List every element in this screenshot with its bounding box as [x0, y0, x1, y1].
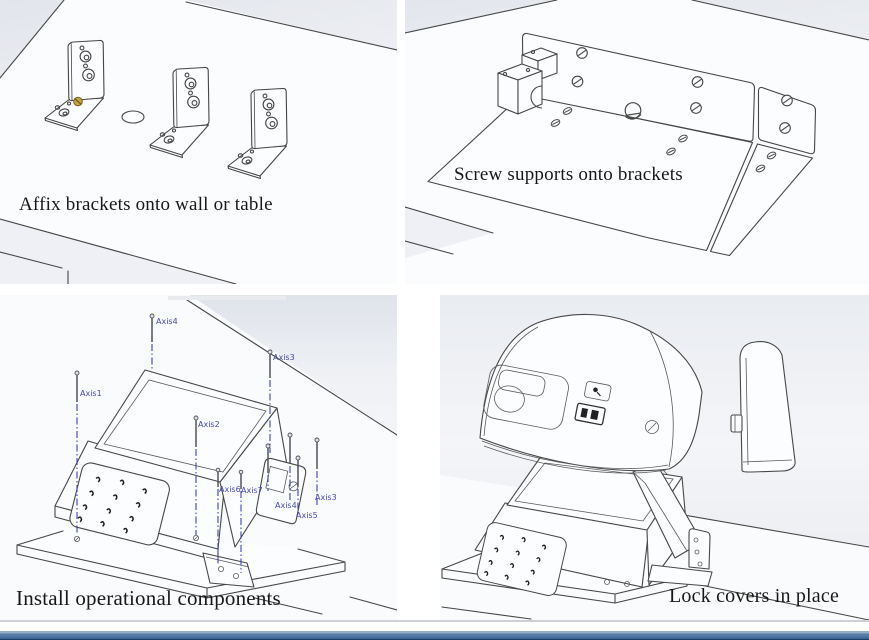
screen	[514, 462, 674, 522]
support-back-plate	[521, 32, 756, 142]
axis-pins	[74, 313, 320, 489]
window-edge-bar	[0, 631, 869, 640]
axis-label: Axis3	[273, 353, 295, 362]
axis-centerlines	[76, 344, 318, 573]
clamp-block-front	[497, 63, 543, 115]
front-foot-bracket	[202, 552, 255, 588]
panel-lock-covers: Lock covers in place	[440, 295, 869, 621]
table-front-face	[405, 207, 493, 258]
screw-pin-icon	[238, 469, 244, 489]
support-arm	[632, 462, 713, 587]
brass-screw-icon	[73, 96, 83, 107]
table-edges	[405, 0, 869, 255]
axis-label: Axis2	[198, 420, 220, 429]
lock-barrel-icon	[645, 420, 659, 434]
axis-label: Axis3	[315, 493, 337, 502]
table-hole	[121, 110, 145, 124]
install-components-drawing	[0, 295, 397, 621]
cover-support-bracket	[255, 457, 307, 525]
faded-artifact	[168, 296, 286, 300]
badge-icon	[574, 402, 606, 426]
support-bottom-strip	[709, 143, 814, 257]
angled-screw-icons	[550, 107, 777, 173]
foot-plate	[647, 564, 713, 587]
screw-pin-icon	[149, 313, 155, 342]
side-cover	[730, 341, 796, 473]
hook-ring-icon	[624, 102, 642, 120]
panel-caption: Lock covers in place	[669, 585, 840, 607]
screw-pin-icon	[74, 370, 80, 402]
axis-label: Axis4	[275, 501, 297, 510]
screen	[103, 379, 267, 473]
panel-install-components: Axis4 Axis3 Axis1 Axis2 Axis6 Axis7 Axis…	[0, 295, 397, 621]
axis-label: Axis5	[296, 511, 318, 520]
panel-affix-brackets: Affix brackets onto wall or table	[0, 0, 397, 284]
screw-pin-icon	[193, 415, 199, 447]
button-icon	[584, 381, 612, 402]
panel-caption: Install operational components	[16, 586, 281, 610]
clamp-block-rear	[521, 47, 558, 81]
axis-label: Axis6	[219, 485, 241, 494]
side-cover-knob	[730, 414, 743, 433]
table-edges	[0, 0, 397, 284]
axis-label: Axis1	[80, 389, 102, 398]
keypad-icon	[69, 462, 170, 546]
screw-pin-icon	[265, 443, 271, 473]
slotted-screw-icons	[571, 47, 793, 134]
affix-brackets-drawing	[0, 0, 397, 284]
panel-screw-supports: Screw supports onto brackets	[405, 0, 869, 284]
axis-endpoints	[74, 534, 199, 542]
screw-supports-drawing	[405, 0, 869, 284]
table-edges	[186, 299, 397, 615]
printer-recess	[483, 364, 569, 430]
panel-caption: Affix brackets onto wall or table	[19, 194, 273, 215]
window-divider	[0, 620, 869, 622]
screw-pin-icon	[215, 467, 221, 487]
top-cover	[479, 313, 703, 474]
base-plate	[16, 530, 346, 599]
axis-label: Axis7	[241, 486, 263, 495]
support-right-plate	[757, 86, 817, 155]
screw-pin-icon	[267, 349, 273, 378]
keypad-icon	[476, 522, 567, 596]
screw-pin-icon	[314, 437, 320, 469]
screw-pin-icon	[287, 432, 293, 464]
panel-caption: Screw supports onto brackets	[454, 164, 683, 185]
axis-label: Axis4	[156, 317, 178, 326]
lock-bracket	[688, 528, 711, 570]
screw-pin-icon	[295, 455, 301, 487]
lock-covers-drawing	[440, 313, 869, 621]
